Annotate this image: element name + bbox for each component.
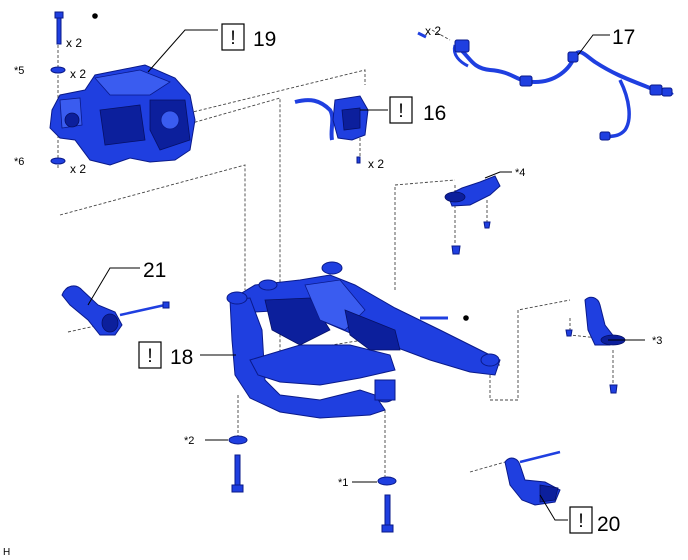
callout-18: ! 18 [138,341,193,369]
caution-box [221,23,245,51]
washer-6 [50,157,66,165]
caution-mark: ! [230,28,235,49]
caution-mark: ! [398,101,403,122]
wire-harness-part-17 [452,39,674,141]
part-number-20: 20 [597,513,620,536]
top-bolt [54,11,64,45]
reference-dot [463,315,469,321]
quantity-bracket-16: x 2 [368,157,384,171]
arm-part-20 [504,450,561,506]
star-label-6: *6 [14,156,24,168]
quantity-top-bolt: x 2 [66,36,82,50]
caution-box [138,341,162,369]
lower-mount-1 [377,476,397,533]
part-number-19: 19 [253,28,276,51]
caution-box [569,506,593,534]
caution-mark: ! [147,346,152,367]
leader-lines [87,29,645,521]
callout-17: 17 [612,26,635,49]
lower-mount-2 [228,435,248,493]
quantity-washer-6: x 2 [70,162,86,176]
bracket-part-4 [444,175,501,255]
part-number-18: 18 [170,346,193,369]
part-number-17: 17 [612,26,635,49]
reference-dot [92,13,98,19]
part-number-21: 21 [143,259,166,282]
caution-mark: ! [578,511,583,532]
arm-part-3 [565,296,626,394]
star-label-3: *3 [652,335,662,347]
quantity-washer-5: x 2 [70,67,86,81]
callout-20: ! 20 [569,506,620,536]
harness-clip [417,31,427,39]
subframe-part-18 [226,261,501,419]
star-label-2: *2 [184,435,194,447]
callout-16: ! 16 [389,96,446,125]
washer-5 [50,66,66,74]
bracket-part-16 [294,95,369,164]
callout-21: 21 [143,259,166,282]
quantity-harness-clip: x 2 [425,24,441,38]
caution-box [389,96,413,124]
part-number-16: 16 [423,102,446,125]
star-label-1: *1 [338,477,348,489]
star-label-4: *4 [515,167,525,179]
corner-label: H [3,547,10,558]
star-label-5: *5 [14,65,24,77]
motor-unit-part-19 [49,64,196,166]
arm-part-21 [61,285,170,336]
callout-19: ! 19 [221,23,276,51]
